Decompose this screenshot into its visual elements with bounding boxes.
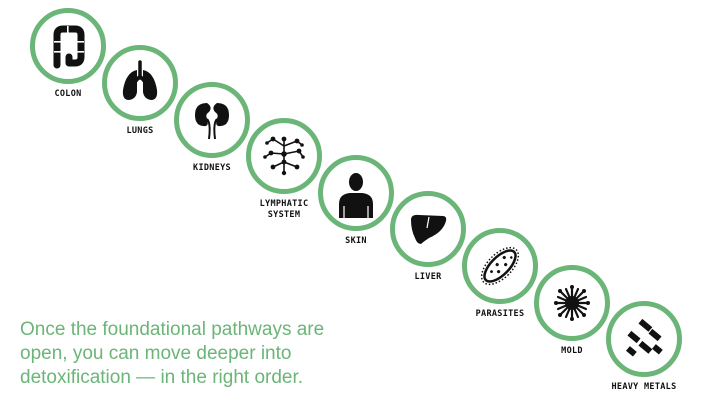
parasites-icon xyxy=(480,246,520,286)
step-label: COLON xyxy=(54,89,82,99)
heavy-metals-icon xyxy=(626,318,663,357)
step-skin: SKIN xyxy=(318,155,394,249)
heavy-metals-ring xyxy=(606,301,682,377)
lungs-icon xyxy=(122,60,158,100)
lymphatic-system-ring xyxy=(246,118,322,194)
caption-text: Once the foundational pathways are open,… xyxy=(20,319,325,388)
step-label: HEAVY METALS xyxy=(611,382,677,392)
liver-ring xyxy=(390,191,466,267)
step-label: LUNGS xyxy=(126,126,154,136)
step-liver: LIVER xyxy=(390,191,466,285)
step-kidneys: KIDNEYS xyxy=(174,82,250,176)
kidneys-ring xyxy=(174,82,250,158)
step-parasites: PARASITES xyxy=(462,228,538,322)
mold-ring xyxy=(534,265,610,341)
step-lungs: LUNGS xyxy=(102,45,178,139)
mold-icon xyxy=(554,285,590,321)
liver-icon xyxy=(411,214,447,244)
colon-ring xyxy=(30,8,106,84)
step-mold: MOLD xyxy=(534,265,610,359)
kidneys-icon xyxy=(195,103,229,140)
step-label: LIVER xyxy=(414,272,442,282)
skin-ring xyxy=(318,155,394,231)
step-label: MOLD xyxy=(561,346,583,356)
step-label: LYMPHATIC SYSTEM xyxy=(259,199,309,220)
skin-icon xyxy=(339,173,373,218)
step-label: KIDNEYS xyxy=(193,163,231,173)
step-lymphatic-system: LYMPHATIC SYSTEM xyxy=(246,118,322,220)
step-heavy-metals: HEAVY METALS xyxy=(606,301,682,395)
lymphatic-system-icon xyxy=(263,136,305,176)
colon-icon xyxy=(53,25,85,69)
step-label: PARASITES xyxy=(475,309,525,319)
lungs-ring xyxy=(102,45,178,121)
step-label: SKIN xyxy=(345,236,367,246)
parasites-ring xyxy=(462,228,538,304)
step-colon: COLON xyxy=(30,8,106,102)
